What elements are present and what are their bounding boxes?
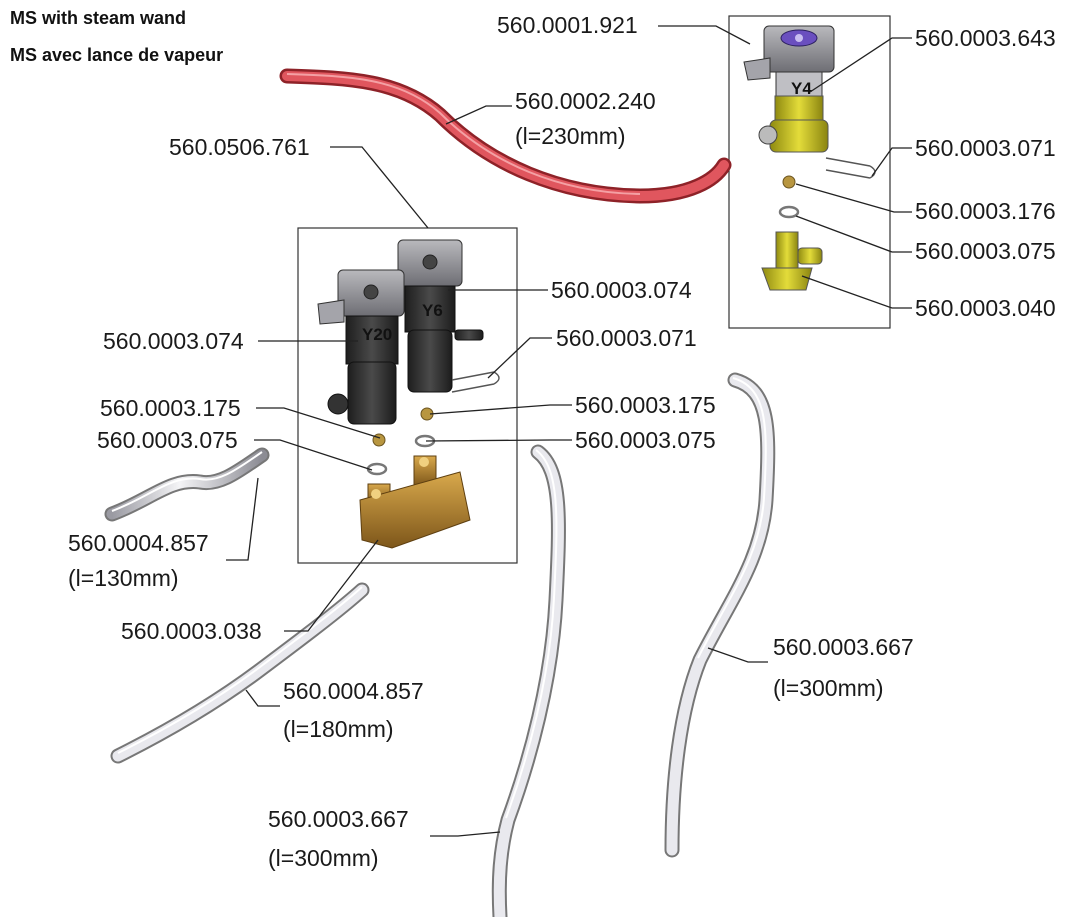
tube-300mm-bottom xyxy=(491,444,566,917)
part-length-560-0003-667-right: (l=300mm) xyxy=(773,675,884,701)
tube-180mm xyxy=(110,582,370,764)
tag-y4: Y4 xyxy=(791,79,812,98)
part-label-560-0003-075-right: 560.0003.075 xyxy=(915,238,1056,264)
part-label-560-0003-667-bottom: 560.0003.667 xyxy=(268,806,409,832)
tag-y20: Y20 xyxy=(362,325,392,344)
part-label-560-0003-175-left: 560.0003.175 xyxy=(100,395,241,421)
part-length-560-0002-240: (l=230mm) xyxy=(515,123,626,149)
part-label-560-0506-761: 560.0506.761 xyxy=(169,134,310,160)
water-valve-y6 xyxy=(397,239,484,393)
part-length-560-0003-667-bottom: (l=300mm) xyxy=(268,845,379,871)
tube-300mm-right xyxy=(664,372,776,858)
manifold-bronze xyxy=(359,455,471,549)
fitting-right xyxy=(782,175,796,189)
part-label-560-0003-175-right: 560.0003.175 xyxy=(575,392,716,418)
part-label-560-0003-074-left: 560.0003.074 xyxy=(103,328,244,354)
part-label-560-0003-040: 560.0003.040 xyxy=(915,295,1056,321)
steam-hose-red xyxy=(279,68,732,204)
steam-valve-y4 xyxy=(743,25,835,153)
part-label-560-0002-240: 560.0002.240 xyxy=(515,88,656,114)
part-label-560-0003-667-right: 560.0003.667 xyxy=(773,634,914,660)
title-line-1: MS with steam wand xyxy=(10,8,187,28)
part-label-560-0004-857-b: 560.0004.857 xyxy=(283,678,424,704)
part-label-560-0003-071-right: 560.0003.071 xyxy=(915,135,1056,161)
part-label-560-0003-074-upper: 560.0003.074 xyxy=(551,277,692,303)
part-length-560-0004-857-b: (l=180mm) xyxy=(283,716,394,742)
tag-y6: Y6 xyxy=(422,301,443,320)
part-label-560-0003-643: 560.0003.643 xyxy=(915,25,1056,51)
part-label-560-0003-038: 560.0003.038 xyxy=(121,618,262,644)
connector-yellow xyxy=(761,231,823,291)
tube-130mm xyxy=(104,447,270,522)
part-label-560-0004-857-a: 560.0004.857 xyxy=(68,530,209,556)
leader-lines xyxy=(226,25,912,837)
retaining-clip-mid xyxy=(451,371,500,393)
part-label-560-0003-176: 560.0003.176 xyxy=(915,198,1056,224)
part-label-560-0003-071-mid: 560.0003.071 xyxy=(556,325,697,351)
part-label-560-0001-921: 560.0001.921 xyxy=(497,12,638,38)
part-label-560-0003-075-mid: 560.0003.075 xyxy=(575,427,716,453)
water-valve-y20 xyxy=(317,269,405,425)
part-label-560-0003-075-left: 560.0003.075 xyxy=(97,427,238,453)
oring-right xyxy=(778,205,800,219)
part-length-560-0004-857-a: (l=130mm) xyxy=(68,565,179,591)
title-line-2: MS avec lance de vapeur xyxy=(10,45,224,65)
